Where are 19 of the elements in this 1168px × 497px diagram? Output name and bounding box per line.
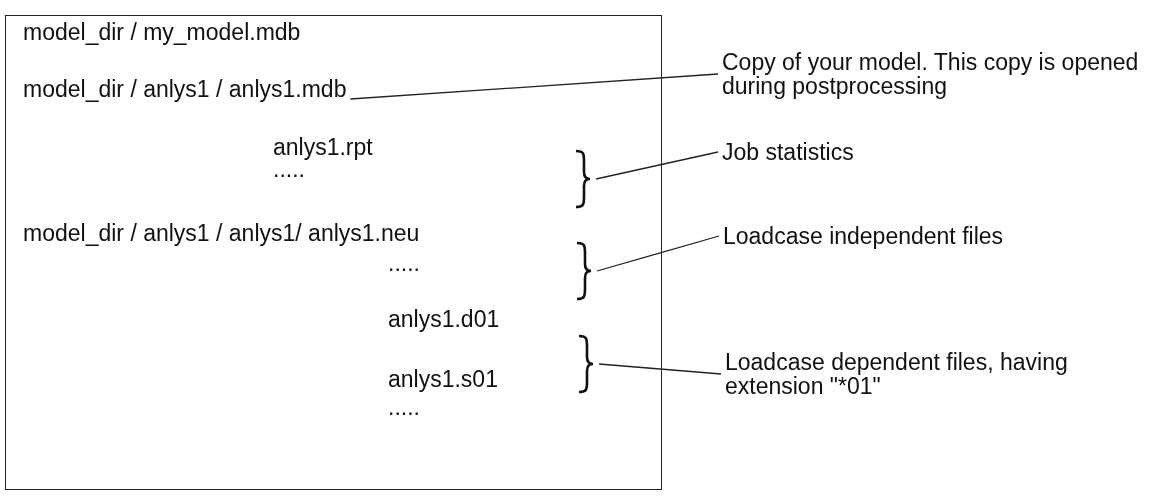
leader-line <box>349 73 719 100</box>
file-path-text: model_dir / anlys1 / anlys1/ anlys1.neu <box>23 219 420 247</box>
callout-text: Job statistics <box>722 140 1122 164</box>
leader-line <box>596 235 720 272</box>
callout-text: Loadcase independent files <box>723 224 1143 248</box>
callout-text: Loadcase dependent files, having extension "*01" <box>725 350 1165 398</box>
leader-line <box>598 363 722 375</box>
file-tree-frame <box>5 15 662 490</box>
callout-text: Copy of your model. This copy is opened during postprocessing <box>722 50 1142 98</box>
file-path-text: model_dir / my_model.mdb <box>23 18 301 46</box>
curly-bracket <box>575 241 593 301</box>
curly-bracket <box>574 149 592 209</box>
file-path-text: anlys1.s01 <box>388 365 498 393</box>
file-path-text: ..... <box>388 393 420 421</box>
file-path-text: anlys1.d01 <box>388 305 500 333</box>
file-path-text: ..... <box>388 249 420 277</box>
leader-line <box>595 151 719 180</box>
curly-bracket <box>577 334 595 394</box>
file-path-text: model_dir / anlys1 / anlys1.mdb <box>23 75 347 103</box>
